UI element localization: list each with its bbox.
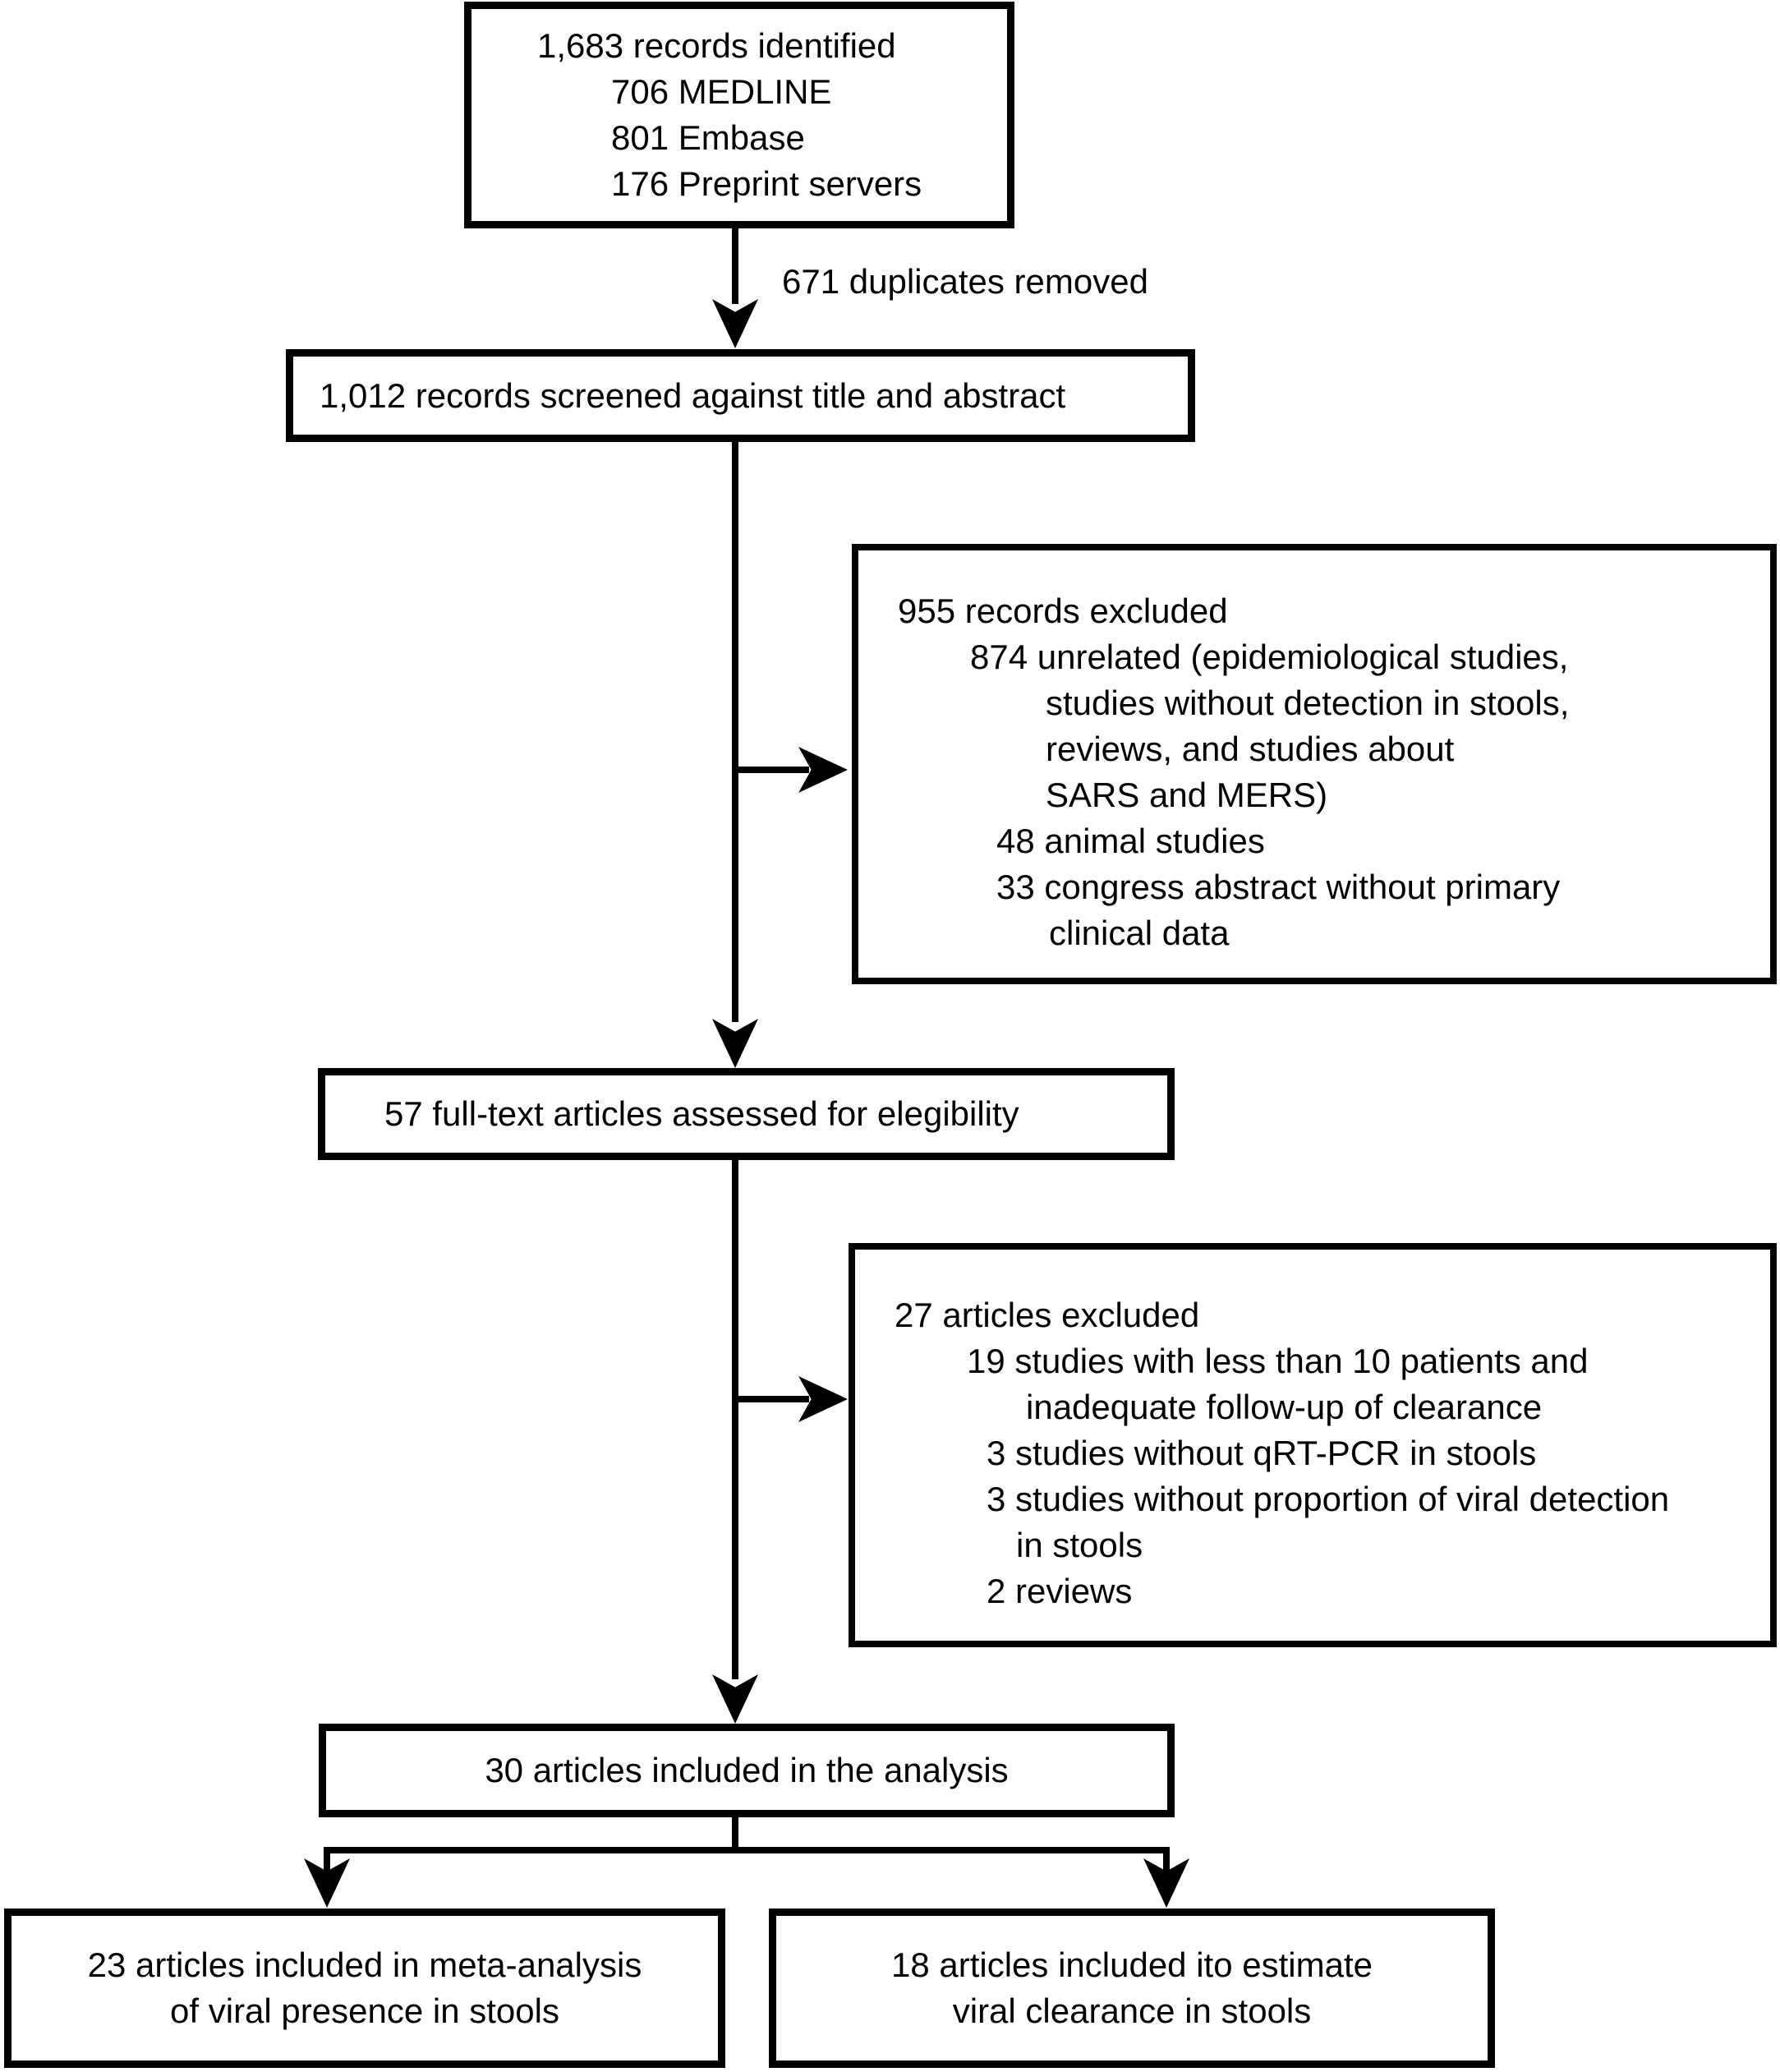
- connector-fulltext-to-included: [732, 1160, 738, 1679]
- excluded1-line: clinical data: [1049, 914, 1230, 952]
- flow-box-records-identified: 1,683 records identified 706 MEDLINE 801…: [464, 2, 1014, 228]
- excluded1-line: 874 unrelated (epidemiological studies,: [970, 638, 1569, 676]
- meta-analysis-line1: 23 articles included in meta-analysis: [87, 1945, 642, 1984]
- excluded1-line: 955 records excluded: [898, 592, 1228, 630]
- split-left-drop: [324, 1847, 330, 1872]
- records-identified-preprint: 176 Preprint servers: [611, 164, 922, 203]
- excluded1-line: SARS and MERS): [1046, 776, 1328, 814]
- flow-box-articles-excluded: 27 articles excluded 19 studies with les…: [849, 1243, 1777, 1647]
- branch-line-excluded-1: [735, 767, 809, 773]
- excluded2-line: 3 studies without proportion of viral de…: [987, 1480, 1670, 1518]
- flow-box-fulltext-assessed: 57 full-text articles assessed for elegi…: [318, 1068, 1175, 1160]
- split-stub: [732, 1817, 738, 1853]
- connector-screened-to-fulltext: [732, 442, 738, 1022]
- excluded2-line: 19 studies with less than 10 patients an…: [967, 1342, 1589, 1380]
- flow-box-records-screened: 1,012 records screened against title and…: [286, 349, 1195, 442]
- excluded2-line: 2 reviews: [987, 1572, 1133, 1610]
- excluded1-line: studies without detection in stools,: [1046, 684, 1570, 722]
- arrowhead-down-icon: [712, 1674, 758, 1724]
- flow-box-meta-analysis: 23 articles included in meta-analysis of…: [4, 1909, 725, 2068]
- records-identified-medline: 706 MEDLINE: [611, 72, 832, 111]
- flow-box-viral-clearance: 18 articles included ito estimate viral …: [769, 1909, 1495, 2068]
- flow-box-articles-included: 30 articles included in the analysis: [319, 1724, 1175, 1817]
- excluded2-line: 3 studies without qRT-PCR in stools: [987, 1434, 1537, 1472]
- connector-identified-to-screened: [732, 228, 738, 304]
- arrowhead-down-icon: [712, 299, 758, 348]
- meta-analysis-line2: of viral presence in stools: [170, 1991, 559, 2030]
- records-identified-embase: 801 Embase: [611, 118, 805, 157]
- excluded2-line: in stools: [1016, 1526, 1143, 1564]
- split-right-drop: [1163, 1847, 1170, 1872]
- label-duplicates-removed: 671 duplicates removed: [782, 262, 1148, 301]
- viral-clearance-line2: viral clearance in stools: [952, 1991, 1312, 2030]
- arrowhead-down-icon: [712, 1019, 758, 1068]
- viral-clearance-line1: 18 articles included ito estimate: [891, 1945, 1373, 1984]
- excluded2-line: inadequate follow-up of clearance: [1026, 1388, 1543, 1426]
- records-screened-title: 1,012 records screened against title and…: [320, 375, 1066, 415]
- records-identified-title: 1,683 records identified: [537, 26, 896, 65]
- fulltext-assessed-title: 57 full-text articles assessed for elegi…: [384, 1094, 1019, 1133]
- branch-line-excluded-2: [735, 1396, 809, 1402]
- excluded2-line: 27 articles excluded: [895, 1296, 1200, 1334]
- flow-box-records-excluded: 955 records excluded 874 unrelated (epid…: [852, 544, 1777, 984]
- excluded1-line: 48 animal studies: [996, 822, 1265, 860]
- articles-included-title: 30 articles included in the analysis: [485, 1751, 1009, 1789]
- excluded1-line: reviews, and studies about: [1046, 730, 1455, 768]
- split-horizontal-line: [324, 1847, 1170, 1853]
- excluded1-line: 33 congress abstract without primary: [996, 868, 1561, 906]
